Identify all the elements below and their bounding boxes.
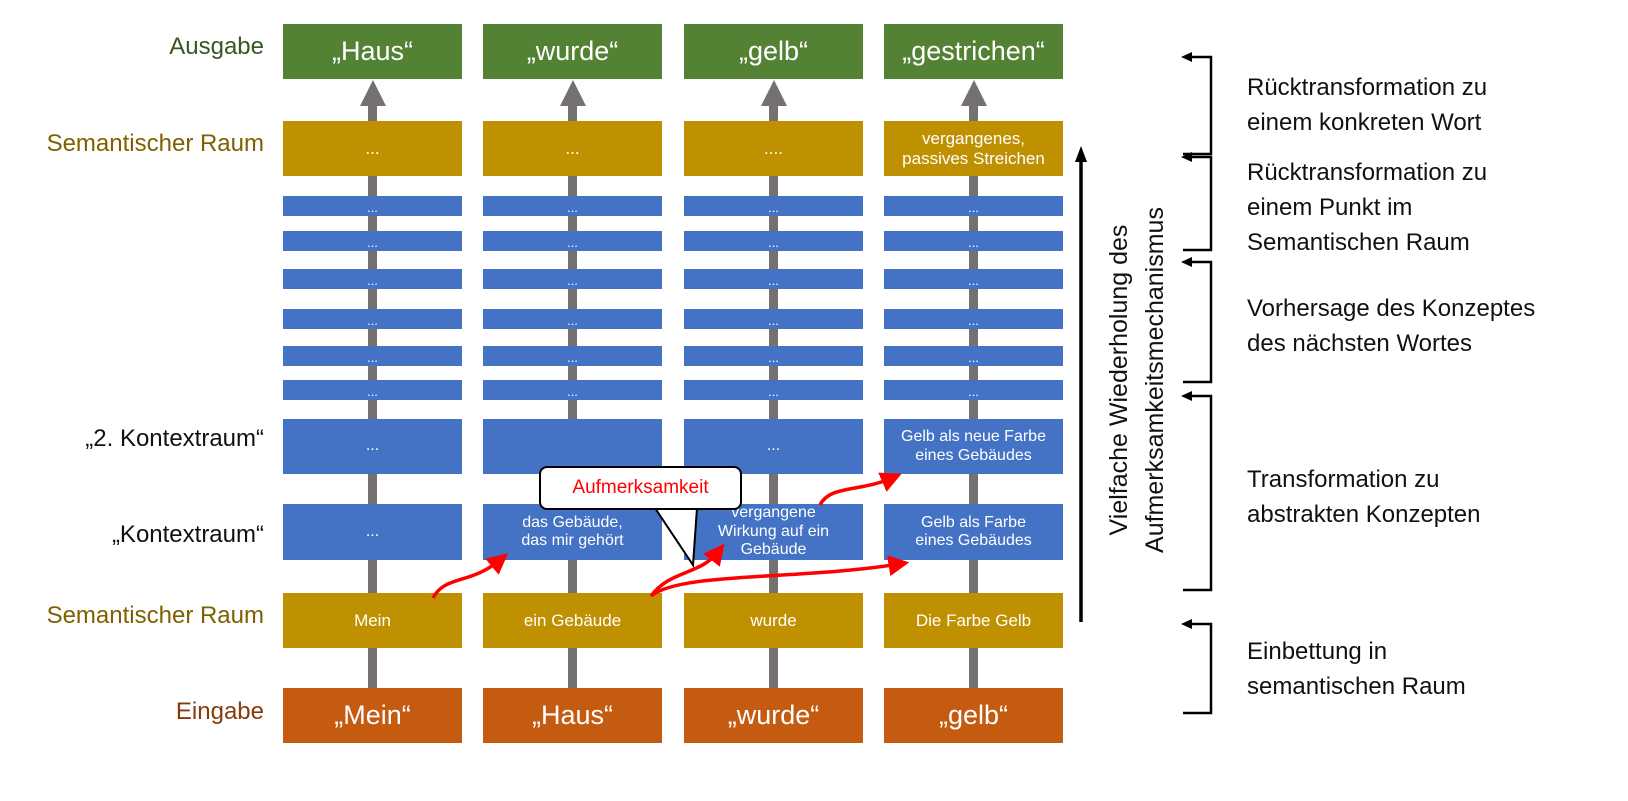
box-layer: ... bbox=[483, 269, 662, 289]
box-layer: ... bbox=[283, 269, 462, 289]
box-layer: ... bbox=[283, 309, 462, 329]
box-context: vergangene Wirkung auf ein Gebäude bbox=[684, 504, 863, 560]
box-layer: ... bbox=[283, 346, 462, 366]
box-output: „Haus“ bbox=[283, 24, 462, 79]
row-label-semantic-bottom: Semantischer Raum bbox=[46, 602, 264, 629]
attention-callout: Aufmerksamkeit bbox=[539, 466, 742, 510]
row-label-output: Ausgabe bbox=[169, 33, 264, 60]
box-context2 bbox=[483, 419, 662, 474]
box-semantic-top: .... bbox=[684, 121, 863, 176]
repetition-label: Vielfache Wiederholung des Aufmerksamkei… bbox=[1105, 207, 1169, 553]
box-layer: ... bbox=[283, 196, 462, 216]
box-input: „Mein“ bbox=[283, 688, 462, 743]
box-layer: ... bbox=[283, 231, 462, 251]
box-layer: ... bbox=[884, 231, 1063, 251]
box-layer: ... bbox=[884, 196, 1063, 216]
row-label-context: „Kontextraum“ bbox=[111, 521, 264, 548]
box-layer: ... bbox=[884, 380, 1063, 400]
box-context: Gelb als Farbe eines Gebäudes bbox=[884, 504, 1063, 560]
box-input: „Haus“ bbox=[483, 688, 662, 743]
row-label-input: Eingabe bbox=[175, 698, 264, 725]
box-semantic-top: vergangenes, passives Streichen bbox=[884, 121, 1063, 176]
box-context: das Gebäude, das mir gehört bbox=[483, 504, 662, 560]
box-output: „wurde“ bbox=[483, 24, 662, 79]
box-context2: Gelb als neue Farbe eines Gebäudes bbox=[884, 419, 1063, 474]
box-layer: ... bbox=[483, 346, 662, 366]
box-layer: ... bbox=[483, 231, 662, 251]
description-text: Transformation zu abstrakten Konzepten bbox=[1247, 466, 1481, 528]
box-layer: ... bbox=[283, 380, 462, 400]
box-output: „gelb“ bbox=[684, 24, 863, 79]
description-text: Vorhersage des Konzeptes des nächsten Wo… bbox=[1247, 295, 1536, 357]
row-label-semantic-top: Semantischer Raum bbox=[46, 130, 264, 157]
box-context: ... bbox=[283, 504, 462, 560]
box-layer: ... bbox=[684, 269, 863, 289]
box-layer: ... bbox=[884, 346, 1063, 366]
box-semantic-bottom: wurde bbox=[684, 593, 863, 648]
box-layer: ... bbox=[884, 269, 1063, 289]
description-text: Einbettung in semantischen Raum bbox=[1247, 638, 1466, 700]
box-input: „wurde“ bbox=[684, 688, 863, 743]
box-context2: ... bbox=[684, 419, 863, 474]
box-layer: ... bbox=[684, 196, 863, 216]
up-arrow-icon bbox=[960, 80, 987, 106]
up-arrow-icon bbox=[760, 80, 787, 106]
up-arrow-icon bbox=[359, 80, 386, 106]
box-semantic-bottom: ein Gebäude bbox=[483, 593, 662, 648]
box-semantic-bottom: Mein bbox=[283, 593, 462, 648]
box-context2: ... bbox=[283, 419, 462, 474]
up-arrow-icon bbox=[559, 80, 586, 106]
box-semantic-top: ... bbox=[483, 121, 662, 176]
box-layer: ... bbox=[684, 380, 863, 400]
box-layer: ... bbox=[684, 309, 863, 329]
box-layer: ... bbox=[684, 346, 863, 366]
box-semantic-top: ... bbox=[283, 121, 462, 176]
description-text: Rücktransformation zu einem konkreten Wo… bbox=[1247, 74, 1488, 136]
box-layer: ... bbox=[684, 231, 863, 251]
box-layer: ... bbox=[884, 309, 1063, 329]
box-semantic-bottom: Die Farbe Gelb bbox=[884, 593, 1063, 648]
box-layer: ... bbox=[483, 380, 662, 400]
box-input: „gelb“ bbox=[884, 688, 1063, 743]
box-layer: ... bbox=[483, 196, 662, 216]
description-text: Rücktransformation zu einem Punkt im Sem… bbox=[1247, 159, 1488, 256]
box-layer: ... bbox=[483, 309, 662, 329]
row-label-context2: „2. Kontextraum“ bbox=[85, 425, 264, 452]
box-output: „gestrichen“ bbox=[884, 24, 1063, 79]
